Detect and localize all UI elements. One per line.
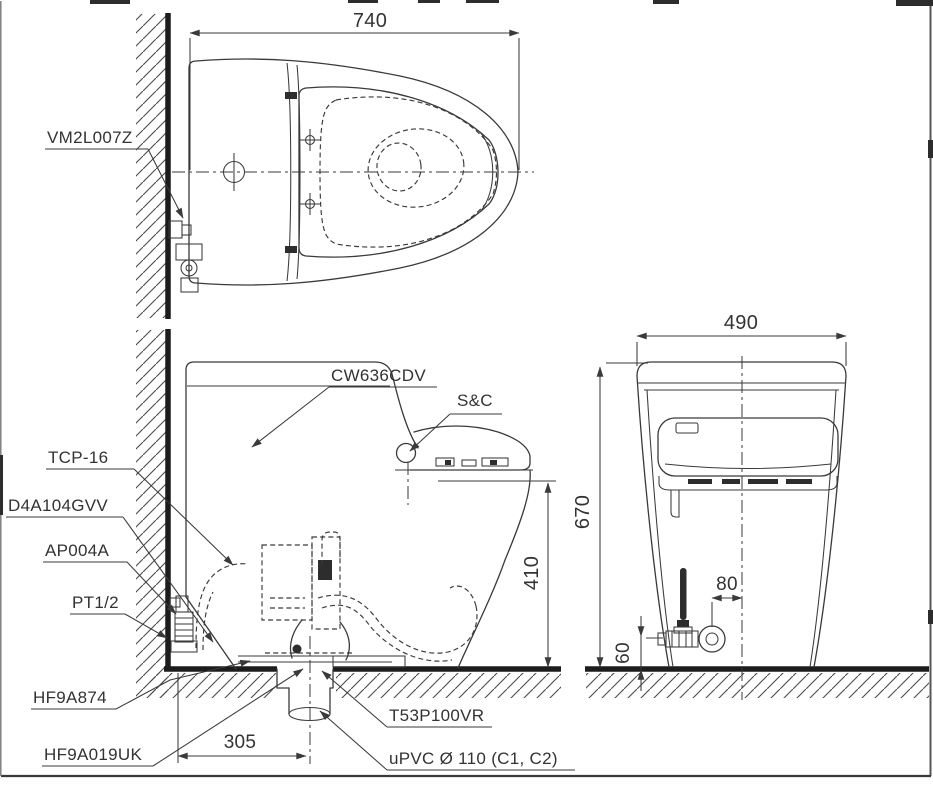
dim-60: 60 <box>613 616 663 691</box>
dim-670-text: 670 <box>572 495 594 529</box>
floor-hatching-right <box>336 673 561 698</box>
valve-handle <box>680 568 687 620</box>
dim-410-text: 410 <box>521 556 543 590</box>
drain-hole-hidden <box>376 142 422 192</box>
dim-305-text: 305 <box>224 732 257 753</box>
label-cw636cdv-text: CW636CDV <box>331 366 426 385</box>
label-cw636cdv: CW636CDV <box>251 366 437 448</box>
wall-hatching-side-view <box>136 330 167 698</box>
label-tcp16-text: TCP-16 <box>48 448 108 467</box>
dim-670: 670 <box>572 362 648 668</box>
label-sc-text: S&C <box>457 391 493 410</box>
label-d4a104gvv: D4A104GVV <box>6 496 214 643</box>
seat-bolt-marker-bottom <box>299 193 321 215</box>
dim-60-text: 60 <box>613 642 634 664</box>
label-upvc: uPVC Ø 110 (C1, C2) <box>319 710 575 771</box>
label-ap004a: AP004A <box>43 541 177 615</box>
dim-740: 740 <box>189 10 520 170</box>
label-ap004a-text: AP004A <box>45 541 110 560</box>
dim-490: 490 <box>636 312 847 366</box>
cover-button <box>675 422 699 434</box>
stop-valve-top-view <box>168 220 203 293</box>
outlet-seal-dot <box>292 644 302 654</box>
dim-740-text: 740 <box>353 10 387 32</box>
crop-artifacts <box>0 0 933 624</box>
stop-valve-side-view <box>169 595 198 653</box>
label-vm2l007z-text: VM2L007Z <box>47 128 133 147</box>
wall-hatching-top-view <box>136 14 167 318</box>
seat-cover-profile <box>409 425 531 471</box>
label-d4a104gvv-text: D4A104GVV <box>8 496 108 515</box>
stop-valve-front-view <box>657 568 726 653</box>
cover-hook <box>670 490 680 518</box>
side-view: CW636CDV S&C TCP-16 D4A104GVV AP004A PT1… <box>6 329 575 771</box>
label-sc: S&C <box>409 391 502 452</box>
label-pt12: PT1/2 <box>70 593 168 639</box>
floor-hatching-front-view <box>586 673 929 698</box>
label-hf9a874: HF9A874 <box>31 659 251 710</box>
dim-305: 305 <box>177 673 307 763</box>
label-t53p100vr-text: T53P100VR <box>389 706 484 725</box>
seat-hinge-pivot <box>395 442 417 464</box>
floor-hatching-left <box>150 673 276 698</box>
toilet-top-outline <box>172 58 534 286</box>
dim-80-text: 80 <box>716 574 738 595</box>
outlet-connector <box>238 619 406 668</box>
dim-410: 410 <box>438 480 556 668</box>
dim-490-text: 490 <box>724 312 758 334</box>
bowl-water-hidden <box>367 128 465 208</box>
seat-bolt-marker-top <box>299 129 321 151</box>
label-upvc-text: uPVC Ø 110 (C1, C2) <box>389 749 558 768</box>
seat-mechanism-detail <box>435 457 509 467</box>
label-hf9a874-text: HF9A874 <box>33 688 107 707</box>
front-view: 490 670 80 60 <box>572 312 929 700</box>
internal-mechanism-hidden <box>195 531 478 662</box>
top-view: 740 VM2L007Z <box>45 10 534 319</box>
label-tcp16: TCP-16 <box>46 448 234 566</box>
drain-pipe <box>276 636 334 764</box>
label-hf9a019uk-text: HF9A019UK <box>44 745 142 764</box>
label-vm2l007z: VM2L007Z <box>45 128 184 219</box>
seat-cover-front <box>657 417 839 518</box>
label-pt12-text: PT1/2 <box>72 593 119 612</box>
dim-80: 80 <box>711 574 743 627</box>
label-t53p100vr: T53P100VR <box>321 670 492 728</box>
bowl-front-edge <box>457 469 531 669</box>
toilet-front-outline <box>636 356 847 700</box>
